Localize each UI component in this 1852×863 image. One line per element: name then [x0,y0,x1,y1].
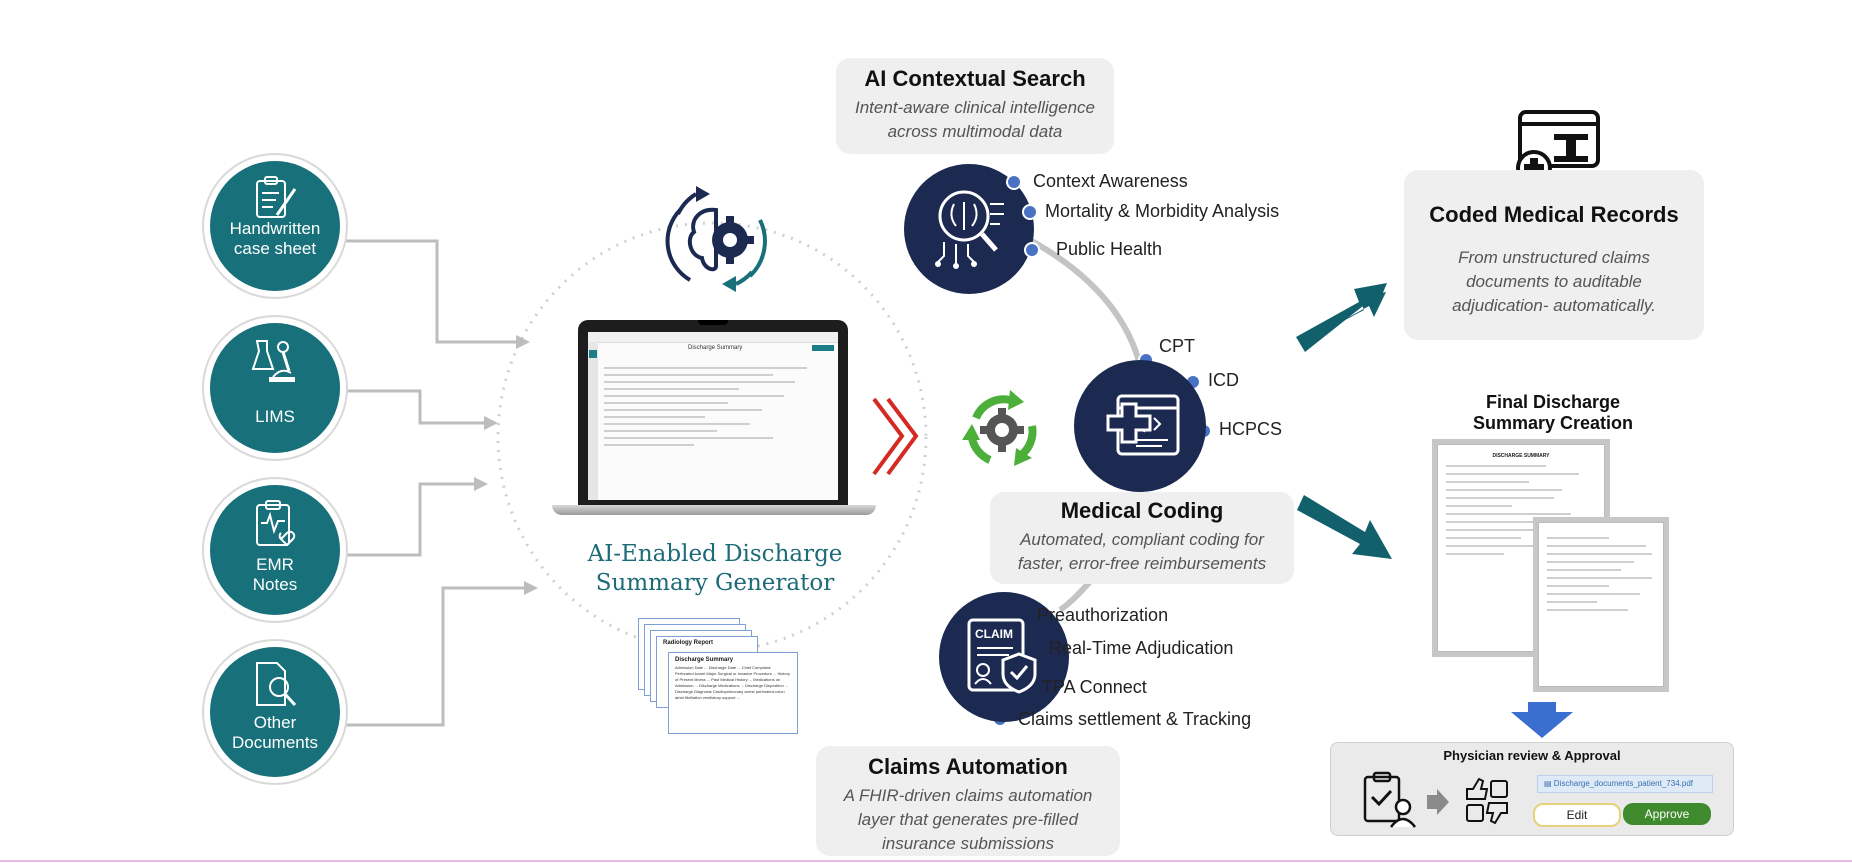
claims-item-tpa-connect: TPA Connect [1042,677,1147,697]
approve-button[interactable]: Approve [1623,803,1711,825]
claims-item-real-time-adjudication: Real-Time Adjudication [1049,638,1234,658]
ai-contextual-search-title: AI Contextual Search [864,66,1086,91]
brain-gear-icon [665,186,767,292]
dotted-ring [496,221,928,653]
down-arrow-icon [1511,702,1573,738]
thumbs-up-down-icon [1466,777,1508,825]
claims-item-preauthorization: Preauthorization [1037,605,1169,625]
lab-flasks-microscope-icon [251,340,295,382]
search-item-public-health: Public Health [1056,239,1163,259]
recycle-gear-icon [962,390,1037,466]
claims-automation-card: Claims Automation A FHIR-driven claims a… [816,746,1120,856]
input-connectors [345,239,530,727]
red-chevrons [872,397,919,476]
attached-file-name: Discharge_documents_patient_734.pdf [1553,779,1693,788]
laptop-base [552,505,876,515]
claims-automation-title: Claims Automation [868,754,1068,779]
coding-item-cpt: CPT [1159,336,1195,356]
laptop-screen-bezel: Discharge Summary [578,320,848,505]
search-hub [904,164,1034,294]
physician-review-title: Physician review & Approval [1443,748,1621,763]
pdf-icon: ▤ [1544,779,1554,788]
claim-icon-text: CLAIM [975,627,1013,641]
coded-medical-records-title: Coded Medical Records [1429,202,1679,227]
radiology-report-title: Radiology Report [663,640,714,646]
medical-coding-card: Medical Coding Automated, compliant codi… [990,492,1294,584]
clipboard-heartbeat-icon [256,500,296,547]
laptop-screen: Discharge Summary [588,332,838,500]
edit-button[interactable]: Edit [1533,803,1621,827]
attached-file[interactable]: ▤ Discharge_documents_patient_734.pdf [1537,775,1713,793]
handwritten-notes-icon [256,176,297,218]
discharge-summary-body: Admission Date ... Discharge Date ... Ch… [675,665,790,700]
arc-search-coding [1028,237,1143,366]
claims-hub: CLAIM [939,592,1069,722]
input-lims: LIMS [210,323,340,453]
input-arrowheads [474,335,538,595]
search-item-context-awareness: Context Awareness [1033,171,1188,191]
coding-item-hcpcs: HCPCS [1219,419,1283,439]
brain-magnifier-icon [935,190,1004,269]
discharge-summary-thumbnail: Discharge Summary Admission Date ... Dis… [668,652,798,734]
document-search-icon [256,662,297,707]
search-item-mortality: Mortality & Morbidity Analysis [1045,201,1280,221]
laptop-screen-title: Discharge Summary [688,345,743,351]
ai-contextual-search-card: AI Contextual Search Intent-aware clinic… [836,58,1114,154]
coded-medical-records-card: Coded Medical Records From unstructured … [1404,170,1704,340]
clipboard-doctor-icon [1363,771,1416,828]
final-discharge-title: Final Discharge Summary Creation [1472,392,1634,433]
discharge-summary-title: Discharge Summary [675,657,734,663]
input-label: LIMS [255,407,295,426]
claim-shield-icon: CLAIM [967,618,1037,694]
coding-item-icd: ICD [1208,370,1239,390]
claims-item-settlement-tracking: Claims settlement & Tracking [1018,709,1252,729]
coding-hub [1074,360,1206,492]
pointer-arrow-icon [1427,789,1449,815]
medical-coding-title: Medical Coding [1060,498,1224,523]
output-arrows [1296,283,1392,559]
code-window-medical-icon [1106,394,1180,456]
discharge-document-header: DISCHARGE SUMMARY [1492,453,1550,459]
generator-title: AI-Enabled Discharge Summary Generator [587,541,843,596]
physician-review-panel: Physician review & Approval ▤ Discharge_… [1330,742,1734,836]
discharge-document-front [1538,522,1664,687]
